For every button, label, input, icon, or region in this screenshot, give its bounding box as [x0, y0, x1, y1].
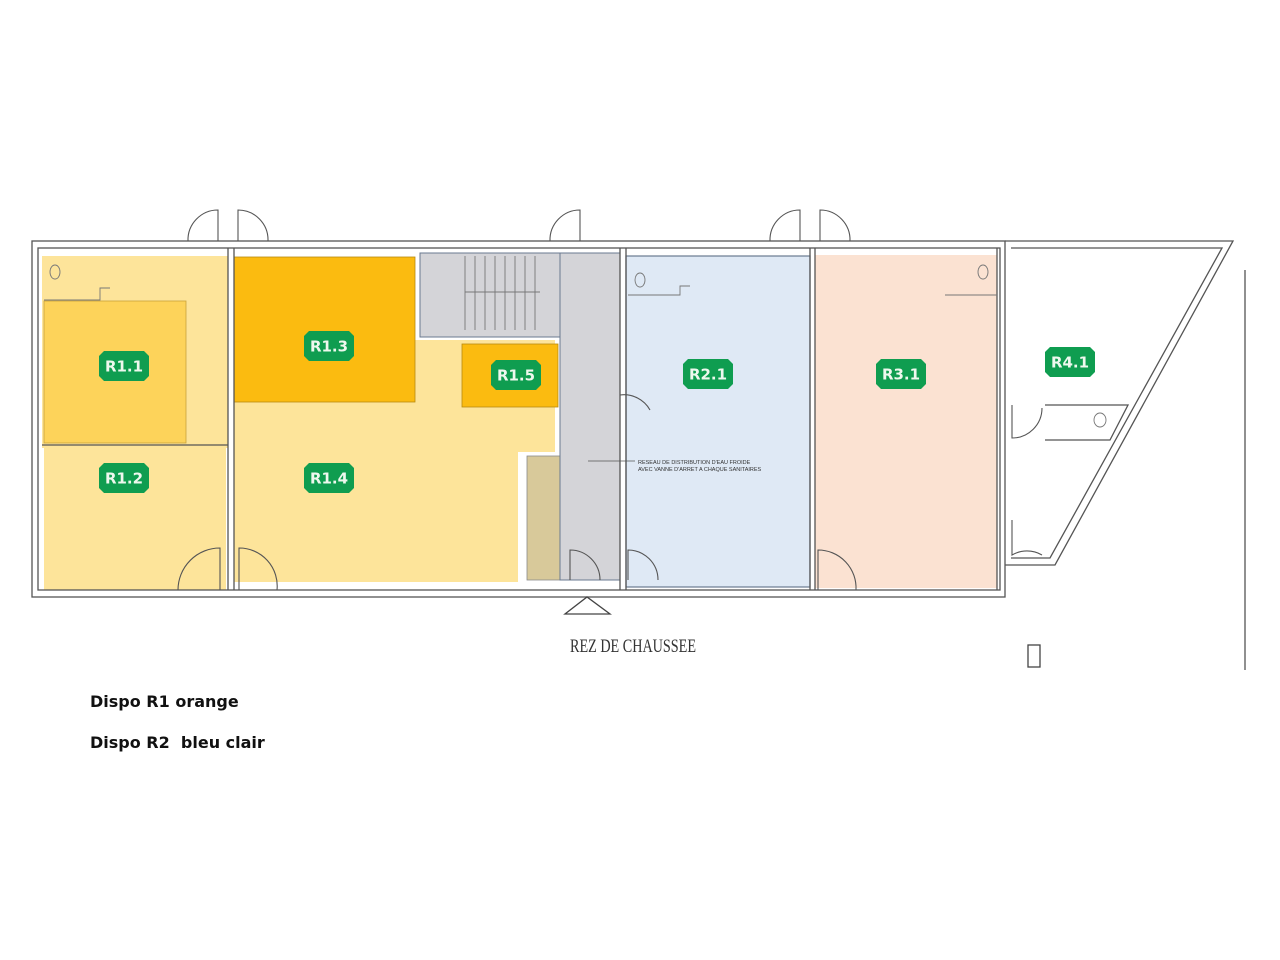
room-label: R1.3 [310, 338, 348, 356]
north-marker-icon [1027, 644, 1041, 668]
room-label: R3.1 [882, 366, 920, 384]
room-badge-r1-5: R1.5 [491, 360, 541, 390]
entrance-marker-icon [563, 596, 612, 615]
room-badge-r1-2: R1.2 [99, 463, 149, 493]
stairs-zone [419, 252, 561, 338]
room-label: R4.1 [1051, 354, 1089, 372]
room-label: R1.5 [497, 367, 535, 385]
room-badge-r1-4: R1.4 [304, 463, 354, 493]
room-r1-3 [233, 256, 416, 403]
walls [31, 240, 1246, 670]
badge-shape [304, 331, 354, 361]
room-badge-r3-1: R3.1 [876, 359, 926, 389]
badge-shape [99, 351, 149, 381]
room-label: R1.1 [105, 358, 143, 376]
badge-shape [304, 463, 354, 493]
room-label: R1.4 [310, 470, 348, 488]
badge-shape [99, 463, 149, 493]
room-badge-r2-1: R2.1 [683, 359, 733, 389]
room-badge-r1-3: R1.3 [304, 331, 354, 361]
corridor-zone [559, 252, 621, 581]
note-line-2: AVEC VANNE D'ARRET A CHAQUE SANITAIRES [638, 467, 762, 473]
room-badge-r1-1: R1.1 [99, 351, 149, 381]
room-badge-r4-1: R4.1 [1045, 347, 1095, 377]
toilet-icons [44, 264, 1107, 428]
badge-shape [876, 359, 926, 389]
stairs-lines [464, 256, 540, 330]
room-label: R2.1 [689, 366, 727, 384]
badge-shape [491, 360, 541, 390]
room-r2-1 [625, 255, 811, 588]
doors [177, 209, 1043, 591]
note-line-1: RESEAU DE DISTRIBUTION D'EAU FROIDE [638, 460, 751, 466]
legend-r2: Dispo R2 bleu clair [90, 733, 265, 752]
badge-shape [1045, 347, 1095, 377]
storage-zone [526, 455, 561, 581]
legend-r1: Dispo R1 orange [90, 692, 239, 711]
badge-shape [683, 359, 733, 389]
plan-title: REZ DE CHAUSSEE [570, 636, 696, 657]
room-label: R1.2 [105, 470, 143, 488]
room-r3-1 [815, 255, 997, 588]
